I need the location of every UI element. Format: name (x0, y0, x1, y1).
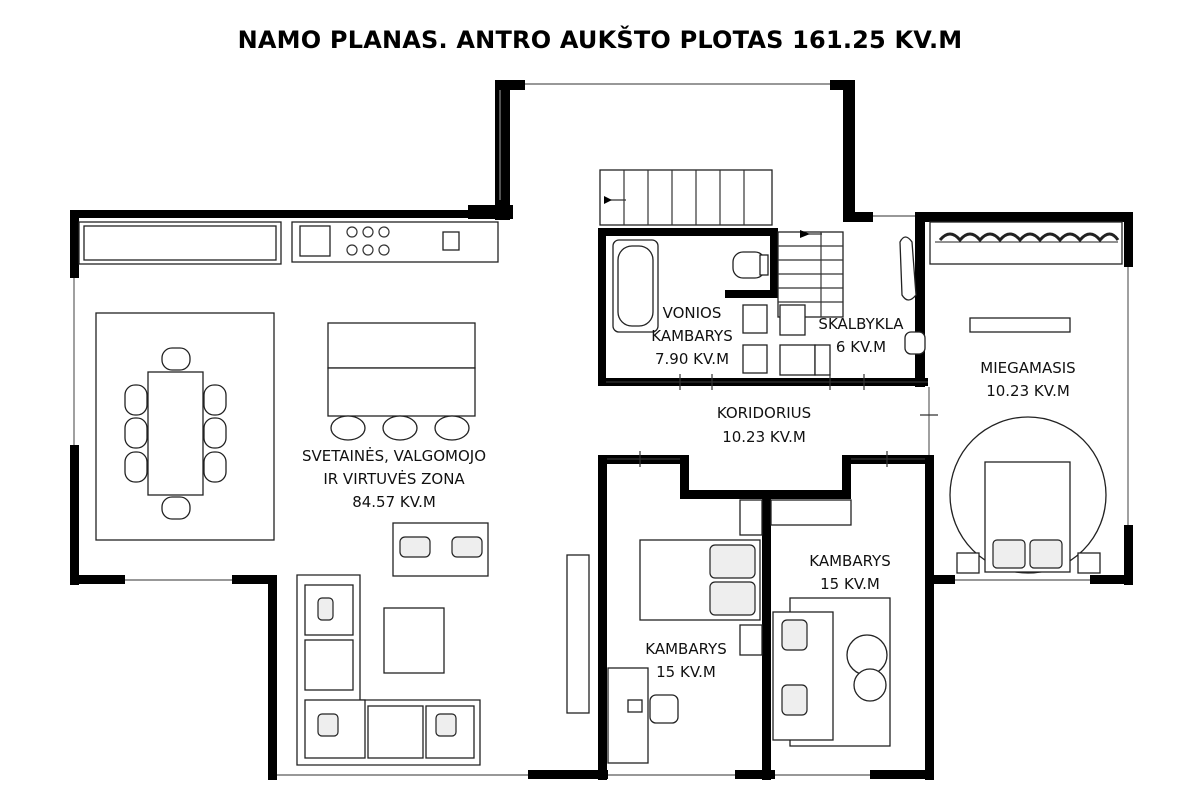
stove-icon (346, 226, 390, 256)
corridor-label: KORIDORIUS (717, 404, 811, 422)
sofa-icon (772, 597, 891, 747)
plan-title: NAMO PLANAS. ANTRO AUKŠTO PLOTAS 161.25 … (237, 26, 963, 54)
toilet-icon (732, 251, 769, 279)
bath-label-line1: VONIOS (663, 304, 722, 322)
bed-icon (639, 499, 763, 656)
room-a-area: 15 KV.M (656, 663, 716, 681)
kitchen-island-icon (327, 322, 476, 441)
tv-stand (566, 554, 590, 714)
room-b-area: 15 KV.M (820, 575, 880, 593)
desk-icon (607, 667, 679, 764)
windows (73, 83, 1129, 776)
kitchen-counter (78, 221, 499, 265)
doors (606, 374, 938, 467)
living-label-line1: SVETAINĖS, VALGOMOJO (302, 446, 486, 465)
bathtub-icon (612, 239, 659, 333)
room-labels: SVETAINĖS, VALGOMOJO IR VIRTUVĖS ZONA 84… (302, 304, 1076, 681)
bed-icon (949, 416, 1107, 574)
laundry-label: SKALBYKLA (818, 315, 904, 333)
dining-table-icon (95, 312, 275, 541)
master-bedroom-area: 10.23 KV.M (986, 382, 1070, 400)
stairs-icon (599, 169, 844, 318)
shelf (770, 499, 852, 526)
bath-label-line2: KAMBARYS (651, 327, 732, 345)
tv-stand (969, 317, 1071, 333)
ironing-board-icon (899, 236, 926, 355)
room-b-label: KAMBARYS (809, 552, 890, 570)
sink-icon (742, 304, 806, 374)
corridor-area: 10.23 KV.M (722, 428, 806, 446)
washing-machine-icon (779, 344, 831, 376)
wardrobe-icon (929, 221, 1123, 265)
master-bedroom-label: MIEGAMASIS (980, 359, 1075, 377)
room-a-label: KAMBARYS (645, 640, 726, 658)
living-label-line2: IR VIRTUVĖS ZONA (323, 469, 465, 488)
sofa-icon (296, 522, 489, 766)
laundry-area: 6 KV.M (836, 338, 886, 356)
sink-icon (299, 225, 331, 257)
bath-area: 7.90 KV.M (655, 350, 729, 368)
living-area: 84.57 KV.M (352, 493, 436, 511)
